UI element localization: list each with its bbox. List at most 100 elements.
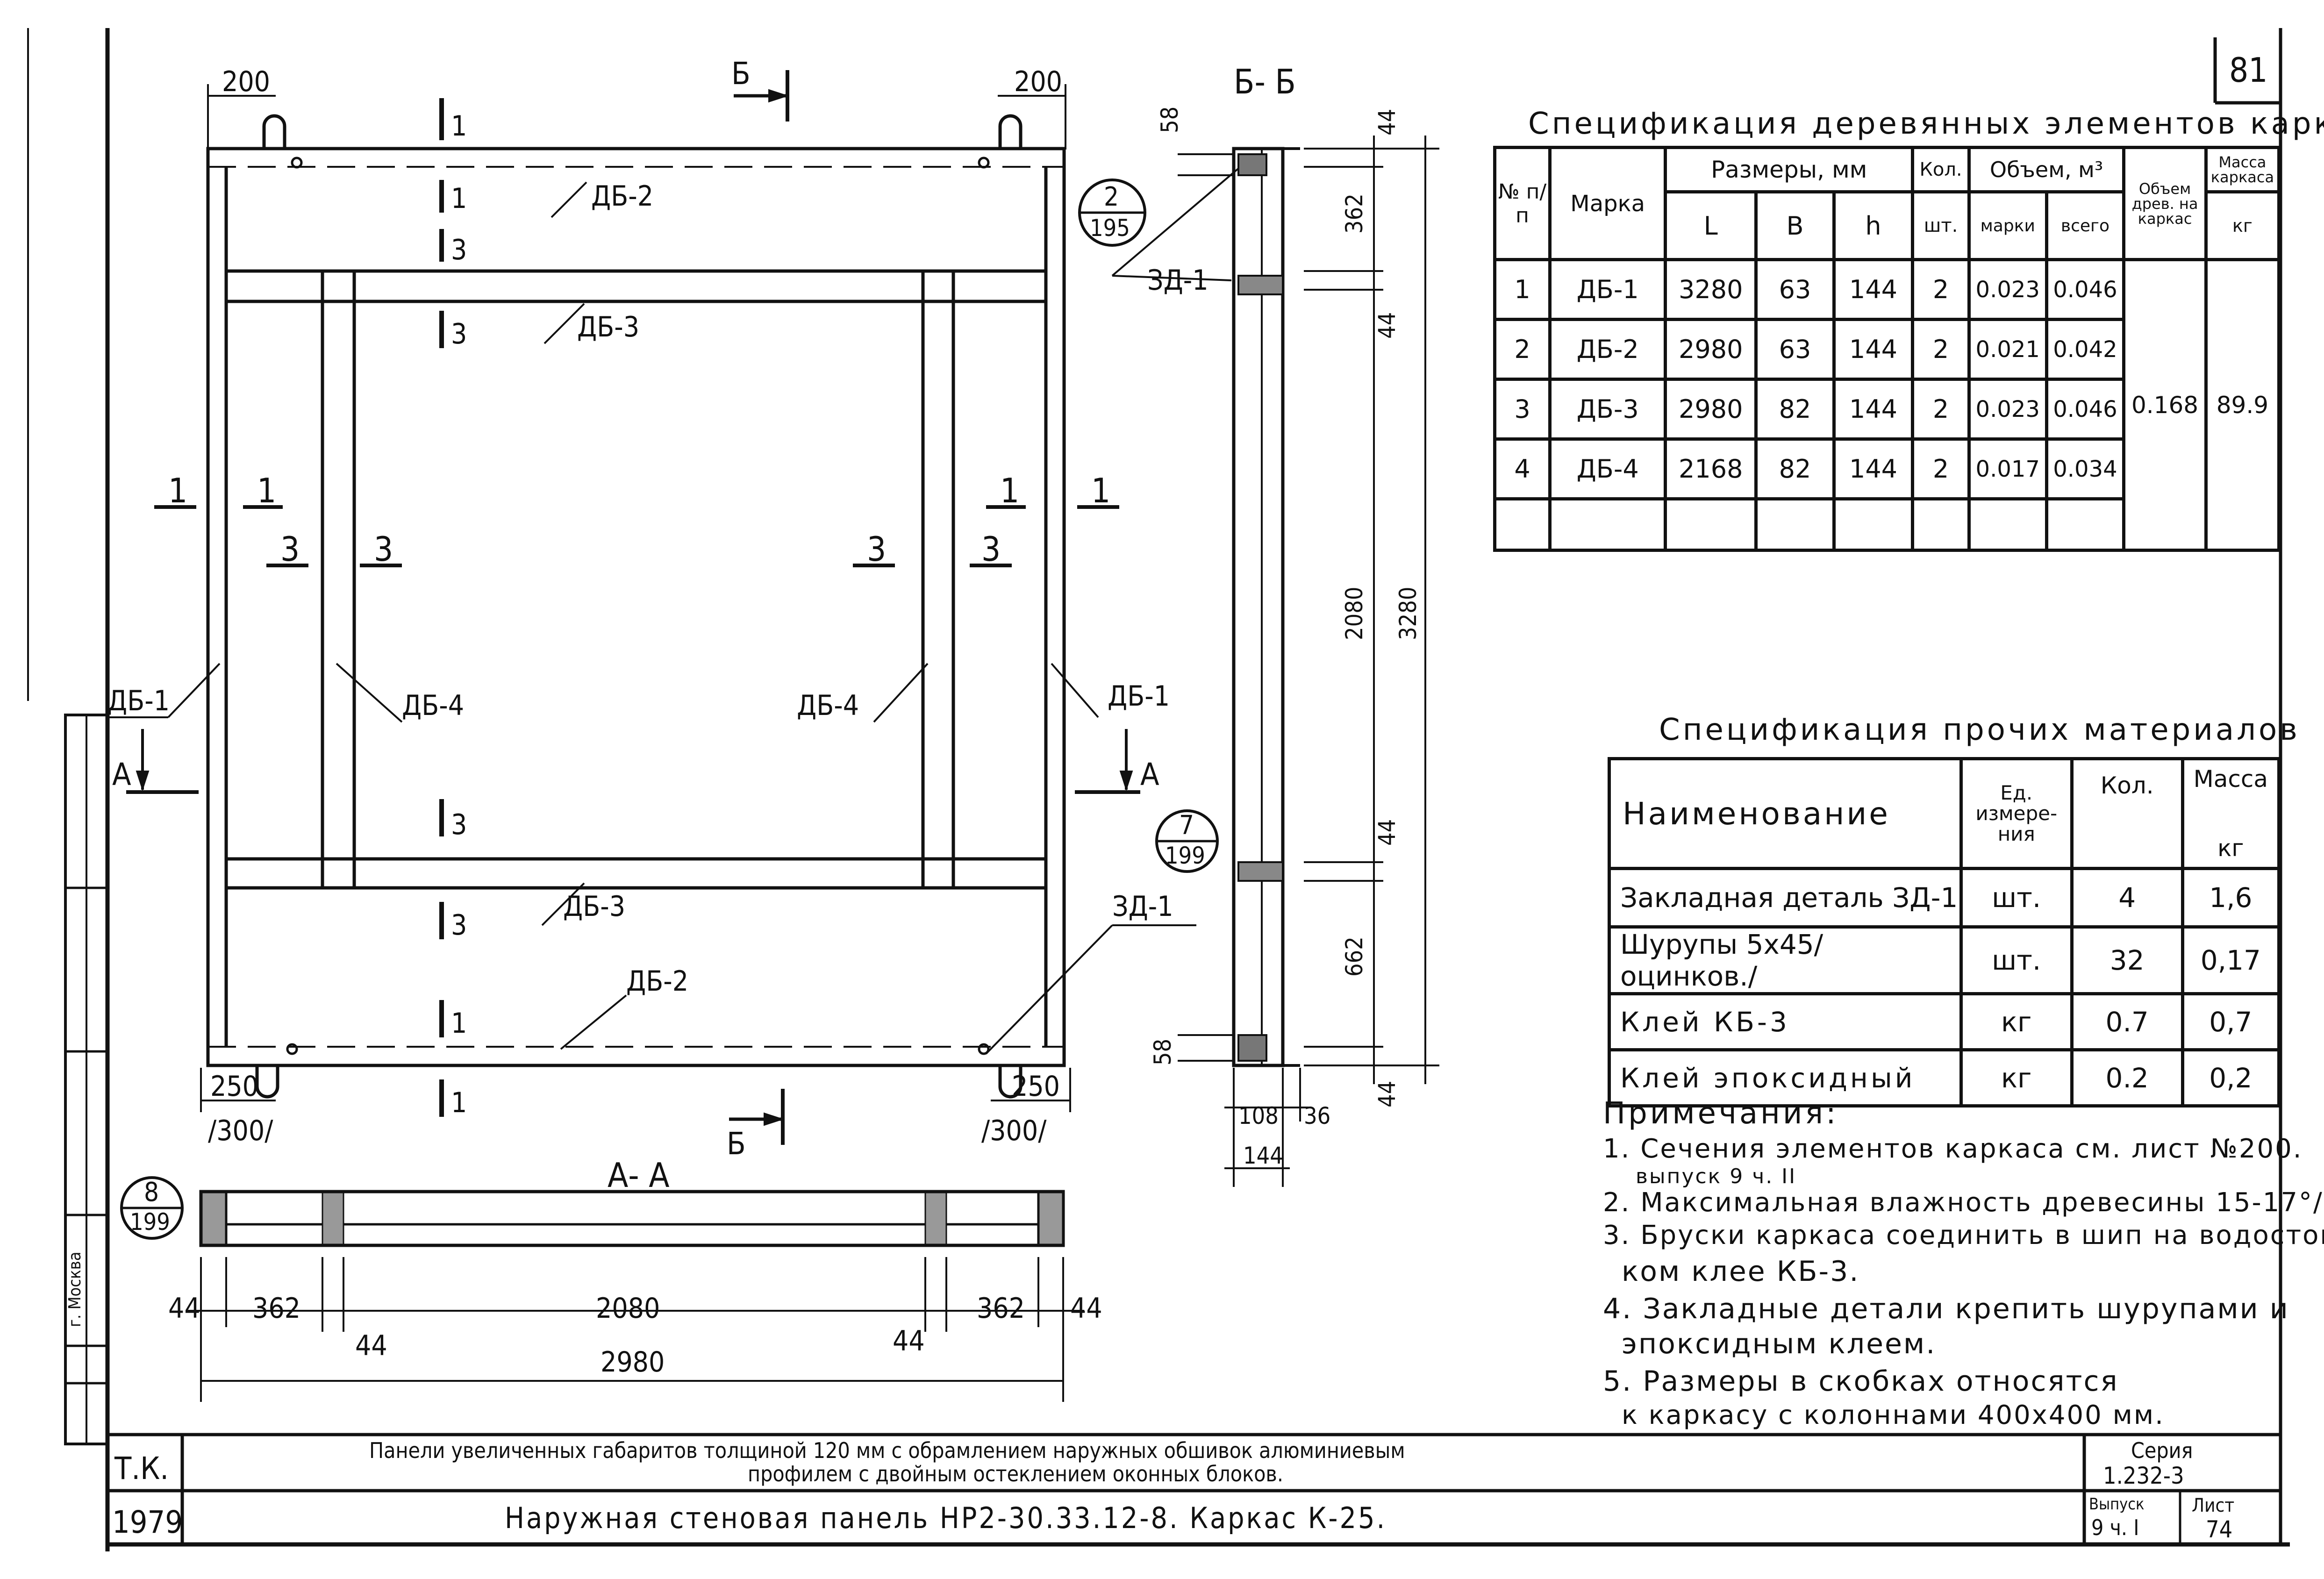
callout-8-bottom: 199: [130, 1208, 170, 1236]
label-db2-top: ДБ-2: [591, 180, 653, 213]
issue-label: Выпуск: [2089, 1495, 2145, 1514]
vol-wood-total: 0.168: [2122, 258, 2208, 552]
other-spec-title: Спецификация прочих материалов: [1659, 713, 2300, 747]
cell: 63: [1754, 318, 1836, 381]
note-line: 5. Размеры в скобках относятся: [1603, 1365, 2119, 1398]
dim-top-right: 200: [1014, 65, 1062, 98]
label-db4-left: ДБ-4: [402, 689, 464, 722]
table-row: 2 ДБ-2 2980 63 144 2 0.021 0.042: [1493, 318, 2279, 381]
cell: ДБ-3: [1548, 378, 1667, 441]
bb-dim-44-b: 44: [1373, 819, 1401, 846]
marker-3-b: 3: [451, 318, 467, 350]
label-zd1-top: ЗД-1: [1147, 264, 1208, 297]
cell: 82: [1754, 437, 1836, 500]
aa-dim-44-right: 44: [1070, 1292, 1102, 1325]
cell: 3280: [1664, 258, 1758, 321]
marker-1-d: 1: [451, 1086, 467, 1119]
cell: ДБ-2: [1548, 318, 1667, 381]
section-aa-title: А- А: [608, 1156, 670, 1195]
series-label: Серия: [2131, 1438, 2193, 1463]
cut-b-bottom: Б: [727, 1126, 746, 1162]
sheet-value: 74: [2206, 1516, 2232, 1543]
sheet-label: Лист: [2192, 1495, 2234, 1516]
marker-3-d: 3: [451, 909, 467, 942]
note-line: эпоксидным клеем.: [1622, 1328, 1937, 1360]
marker-1-b: 1: [451, 182, 467, 215]
bb-dim-44-bottom: 44: [1373, 1081, 1401, 1107]
cell: шт.: [1959, 867, 2074, 929]
col-vol-mark-header: марки: [1967, 190, 2048, 261]
cell: Клей КБ-3: [1608, 992, 1963, 1051]
marker-1-f: 1: [257, 471, 276, 510]
cut-a-left: А: [112, 757, 131, 793]
col-sizes-header: Размеры, мм: [1664, 146, 1915, 193]
cell: 0.046: [2045, 378, 2126, 441]
title-line-1: Панели увеличенных габаритов толщиной 12…: [369, 1438, 1405, 1463]
dim-bottom-left: 250: [210, 1070, 258, 1103]
cell: 2168: [1664, 437, 1758, 500]
cell: 0,7: [2181, 992, 2281, 1051]
note-line: 1. Сечения элементов каркаса см. лист №2…: [1603, 1134, 2303, 1164]
label-db1-right: ДБ-1: [1108, 680, 1170, 713]
marker-3-f: 3: [374, 529, 393, 569]
table-row: 4 ДБ-4 2168 82 144 2 0.017 0.034: [1493, 437, 2279, 500]
col-B-header: B: [1754, 190, 1836, 261]
cell: 2: [1911, 258, 1971, 321]
cell: 144: [1832, 437, 1915, 500]
col-mass-unit: кг: [2204, 190, 2281, 261]
callout-8-top: 8: [144, 1177, 159, 1207]
table-row: Закладная деталь ЗД-1 шт. 4 1,6: [1608, 867, 2281, 929]
marker-3-a: 3: [451, 234, 467, 266]
label-db3-bottom: ДБ-3: [563, 890, 625, 923]
note-line: 3. Бруски каркаса соединить в шип на вод…: [1603, 1220, 2324, 1250]
note-line: 4. Закладные детали крепить шурупами и: [1603, 1293, 2289, 1325]
wood-spec-table: № п/п Марка Размеры, мм Кол. Объем, м³ О…: [1493, 146, 2281, 552]
marker-3-c: 3: [451, 808, 467, 841]
cut-a-right: А: [1140, 757, 1159, 793]
cell: 4: [1493, 437, 1552, 500]
cell: Закладная деталь ЗД-1: [1608, 867, 1963, 929]
cell: 4: [2070, 867, 2184, 929]
col-num-header: № п/п: [1493, 146, 1552, 261]
wood-spec-title: Спецификация деревянных элементов каркас…: [1528, 107, 2324, 141]
cell: 0.7: [2070, 992, 2184, 1051]
col-vol-total-header: всего: [2045, 190, 2126, 261]
bb-dim-2080: 2080: [1341, 587, 1368, 640]
cell: 0.017: [1967, 437, 2048, 500]
label-db4-right: ДБ-4: [797, 689, 859, 722]
cell: 0.2: [2070, 1048, 2184, 1107]
cell: 1,6: [2181, 867, 2281, 929]
marker-1-h: 1: [1091, 471, 1110, 510]
bb-dim-662: 662: [1341, 936, 1368, 977]
cell: 144: [1832, 318, 1915, 381]
marker-3-g: 3: [867, 529, 886, 569]
sheet-title: Наружная стеновая панель НР2-30.33.12-8.…: [505, 1501, 1387, 1535]
label-db3-top: ДБ-3: [577, 311, 639, 343]
cell: 2: [1911, 437, 1971, 500]
cell: 0.021: [1967, 318, 2048, 381]
cell: 2: [1493, 318, 1552, 381]
col-qty-header: Кол.: [2070, 757, 2184, 870]
section-bb-title: Б- Б: [1234, 62, 1296, 101]
col-vol-wood-header: Объем древ. на каркас: [2122, 146, 2208, 261]
marker-3-e: 3: [280, 529, 300, 569]
label-zd1-bottom: ЗД-1: [1112, 890, 1173, 923]
aa-dim-44-inner-left: 44: [355, 1329, 387, 1362]
cell: 0,17: [2181, 925, 2281, 995]
col-name-header: Наименование: [1608, 757, 1963, 870]
marker-3-h: 3: [981, 529, 1001, 569]
cell: 1: [1493, 258, 1552, 321]
cell: шт.: [1959, 925, 2074, 995]
dim-bottom-left-alt: /300/: [208, 1115, 273, 1147]
table-row: 1 ДБ-1 3280 63 144 2 0.023 0.046 0.168 8…: [1493, 258, 2281, 552]
label-db2-bottom: ДБ-2: [626, 965, 688, 998]
cell: 2980: [1664, 378, 1758, 441]
cell: Клей эпоксидный: [1608, 1048, 1963, 1107]
cell: 0.042: [2045, 318, 2126, 381]
note-line: выпуск 9 ч. II: [1636, 1165, 1797, 1188]
aa-dim-44-left: 44: [168, 1292, 200, 1325]
marker-1-c: 1: [451, 1007, 467, 1040]
